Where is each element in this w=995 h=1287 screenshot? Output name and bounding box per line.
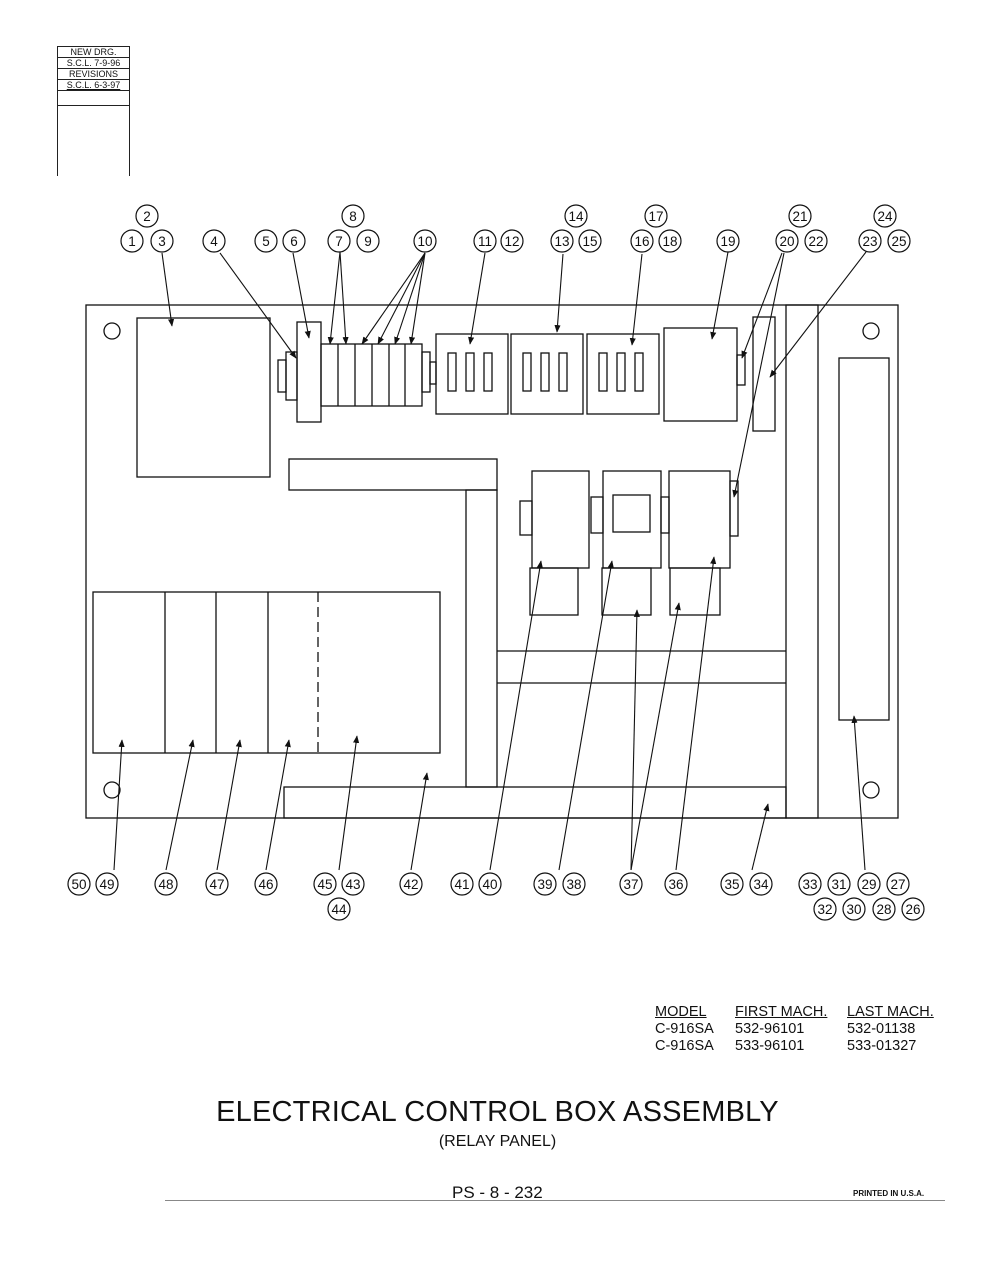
end-plate xyxy=(421,351,431,393)
callout-46: 46 xyxy=(258,877,273,892)
callout-30: 30 xyxy=(846,902,861,917)
wire-duct-vertical xyxy=(785,304,819,819)
callout-4: 4 xyxy=(210,234,218,249)
callout-12: 12 xyxy=(504,234,519,249)
new-drawing-entry: S.C.L. 7-9-96 xyxy=(57,58,130,69)
callout-49: 49 xyxy=(99,877,114,892)
header-first-mach: FIRST MACH. xyxy=(735,1004,828,1020)
callout-23: 23 xyxy=(862,234,877,249)
callout-5: 5 xyxy=(262,234,270,249)
callout-1: 1 xyxy=(128,234,136,249)
callout-39: 39 xyxy=(537,877,552,892)
new-drawing-label: NEW DRG. xyxy=(57,46,130,58)
relay xyxy=(668,470,731,569)
callout-9: 9 xyxy=(364,234,372,249)
callout-33: 33 xyxy=(802,877,817,892)
callout-3: 3 xyxy=(158,234,166,249)
mounting-hole xyxy=(103,781,121,799)
callout-38: 38 xyxy=(566,877,581,892)
callout-34: 34 xyxy=(753,877,769,892)
callout-2: 2 xyxy=(143,209,151,224)
callout-44: 44 xyxy=(331,902,347,917)
callout-41: 41 xyxy=(454,877,469,892)
mounting-hole xyxy=(862,322,880,340)
table-row: C-916SA 533-96101 533-01327 xyxy=(655,1038,957,1055)
callout-balloons xyxy=(67,204,925,921)
callout-25: 25 xyxy=(891,234,906,249)
cell-last-mach: 532-01138 xyxy=(847,1021,916,1037)
cell-first-mach: 532-96101 xyxy=(735,1021,805,1037)
callout-21: 21 xyxy=(792,209,807,224)
end-stop xyxy=(429,361,437,385)
callout-32: 32 xyxy=(817,902,832,917)
callout-17: 17 xyxy=(648,209,663,224)
callout-47: 47 xyxy=(209,877,224,892)
callout-40: 40 xyxy=(482,877,497,892)
cell-last-mach: 533-01327 xyxy=(847,1038,917,1054)
wire-duct-vertical xyxy=(465,489,498,788)
callout-18: 18 xyxy=(662,234,677,249)
revision-block: NEW DRG. S.C.L. 7-9-96 REVISIONS S.C.L. … xyxy=(57,46,130,176)
revisions-label: REVISIONS xyxy=(57,69,130,80)
connector-block xyxy=(510,333,584,415)
end-stop xyxy=(277,359,287,393)
connector-block xyxy=(435,333,509,415)
printed-note: PRINTED IN U.S.A. xyxy=(853,1189,925,1198)
terminal-strip xyxy=(838,357,890,721)
header-model: MODEL xyxy=(655,1004,707,1020)
relay-block xyxy=(663,327,738,422)
cell-first-mach: 533-96101 xyxy=(735,1038,805,1054)
callout-26: 26 xyxy=(905,902,920,917)
contactor-group xyxy=(92,591,441,754)
footer-divider xyxy=(165,1200,945,1201)
callout-43: 43 xyxy=(345,877,360,892)
callout-22: 22 xyxy=(808,234,823,249)
callout-36: 36 xyxy=(668,877,683,892)
callout-13: 13 xyxy=(554,234,569,249)
callout-42: 42 xyxy=(403,877,418,892)
callout-27: 27 xyxy=(890,877,905,892)
revision-empty-cell xyxy=(57,91,130,106)
callout-14: 14 xyxy=(568,209,584,224)
callout-11: 11 xyxy=(478,234,492,249)
page-number: PS - 8 - 232 xyxy=(452,1183,543,1202)
callout-15: 15 xyxy=(582,234,597,249)
connector-block xyxy=(586,333,660,415)
callout-35: 35 xyxy=(724,877,739,892)
callout-37: 37 xyxy=(623,877,638,892)
cell-model: C-916SA xyxy=(655,1021,714,1037)
page-title: ELECTRICAL CONTROL BOX ASSEMBLY xyxy=(216,1096,779,1128)
callout-10: 10 xyxy=(417,234,432,249)
callout-7: 7 xyxy=(335,234,343,249)
mounting-hole xyxy=(103,322,121,340)
callout-16: 16 xyxy=(634,234,649,249)
callout-20: 20 xyxy=(779,234,794,249)
callout-19: 19 xyxy=(720,234,735,249)
relay xyxy=(531,470,590,569)
wire-duct-bottom xyxy=(283,786,787,819)
transformer xyxy=(136,317,271,478)
model-table-header: MODEL FIRST MACH. LAST MACH. xyxy=(655,1004,957,1021)
header-last-mach: LAST MACH. xyxy=(847,1004,934,1020)
callout-31: 31 xyxy=(831,877,846,892)
table-row: C-916SA 532-96101 532-01138 xyxy=(655,1021,957,1038)
callout-50: 50 xyxy=(71,877,86,892)
wire-duct-horizontal xyxy=(288,458,498,491)
callout-48: 48 xyxy=(158,877,173,892)
revision-entry: S.C.L. 6-3-97 xyxy=(57,80,130,91)
model-table: MODEL FIRST MACH. LAST MACH. C-916SA 532… xyxy=(655,1004,957,1055)
mounting-hole xyxy=(862,781,880,799)
callout-28: 28 xyxy=(876,902,891,917)
page-subtitle: (RELAY PANEL) xyxy=(438,1133,557,1150)
relay xyxy=(602,470,662,569)
cell-model: C-916SA xyxy=(655,1038,714,1054)
callout-24: 24 xyxy=(877,209,893,224)
end-plate xyxy=(285,351,298,401)
callout-45: 45 xyxy=(317,877,332,892)
callout-29: 29 xyxy=(861,877,876,892)
callout-8: 8 xyxy=(349,209,357,224)
callout-6: 6 xyxy=(290,234,298,249)
